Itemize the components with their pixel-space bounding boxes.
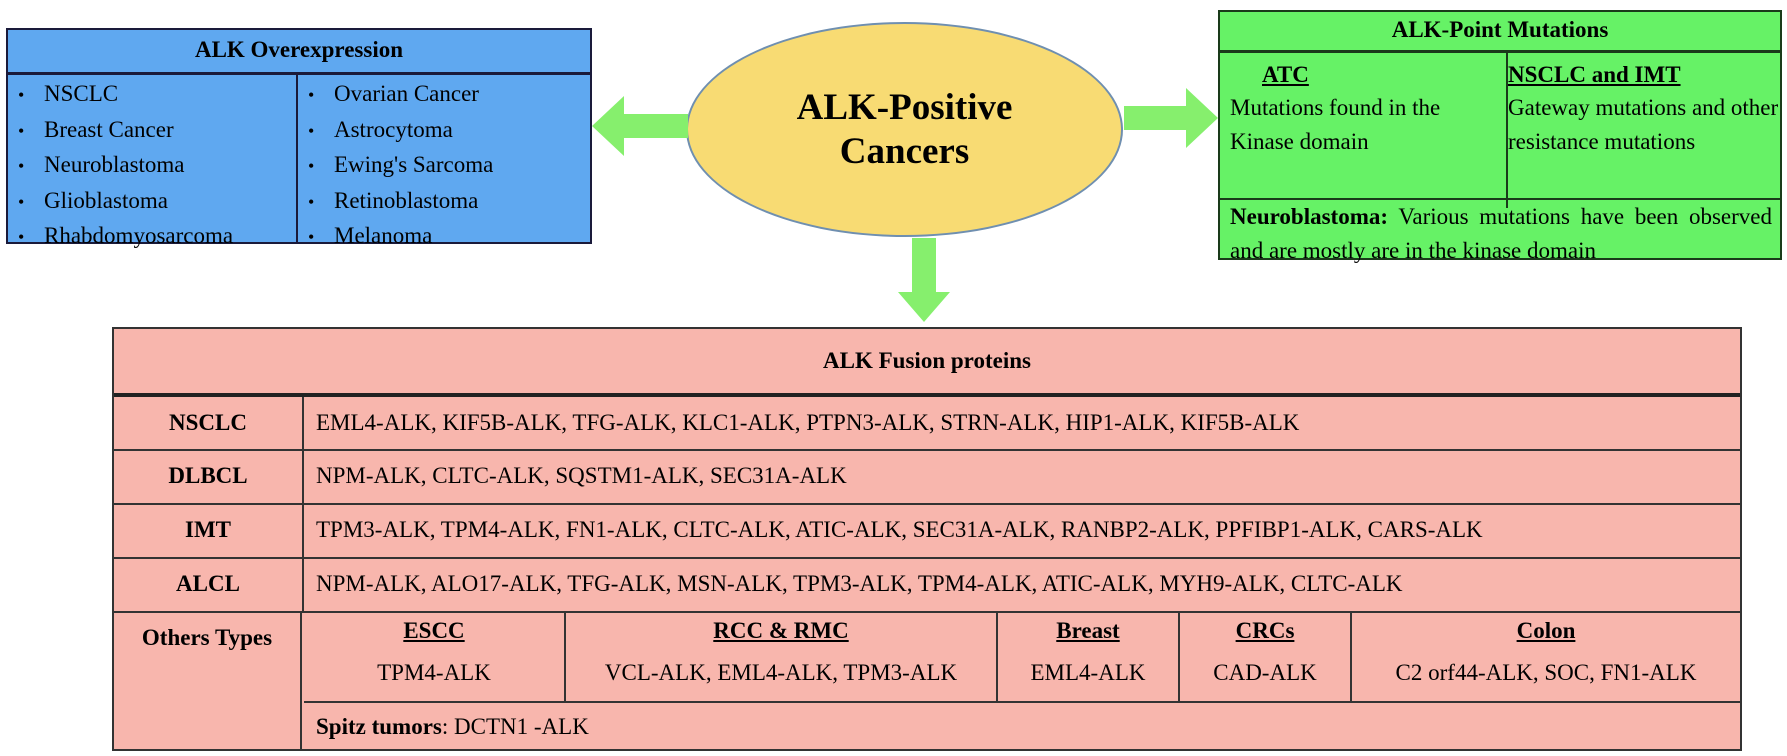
neuroblastoma-title: Neuroblastoma: bbox=[1230, 204, 1389, 229]
row-label: ALCL bbox=[114, 557, 304, 611]
arrow-down-icon bbox=[898, 238, 950, 322]
list-item: •Glioblastoma bbox=[18, 187, 168, 213]
others-crcs-title: CRCs bbox=[1235, 618, 1295, 643]
list-item: •NSCLC bbox=[18, 81, 119, 106]
others-colon-value: C2 orf44-ALK, SOC, FN1-ALK bbox=[1395, 660, 1697, 685]
list-item: •Neuroblastoma bbox=[18, 152, 185, 177]
list-item: •Breast Cancer bbox=[18, 116, 174, 142]
center-ellipse: ALK-Positive Cancers bbox=[686, 22, 1123, 237]
atc-text: Mutations found in the Kinase domain bbox=[1230, 95, 1441, 154]
arrow-left-icon bbox=[592, 96, 688, 156]
row-value: EML4-ALK, KIF5B-ALK, TFG-ALK, KLC1-ALK, … bbox=[316, 410, 1300, 435]
point-mutations-box: ALK-Point Mutations ATC Mutations found … bbox=[1218, 10, 1782, 263]
atc-title: ATC bbox=[1262, 62, 1309, 87]
point-mutations-title: ALK-Point Mutations bbox=[1220, 12, 1780, 53]
spitz-title: Spitz tumors bbox=[316, 714, 442, 739]
others-escc-value: TPM4-ALK bbox=[377, 660, 491, 685]
atc-cell: ATC Mutations found in the Kinase domain bbox=[1220, 53, 1508, 208]
neuroblastoma-cell: Neuroblastoma: Various mutations have be… bbox=[1220, 198, 1780, 263]
others-label: Others Types bbox=[114, 611, 302, 749]
table-row: IMT TPM3-ALK, TPM4-ALK, FN1-ALK, CLTC-AL… bbox=[114, 503, 1740, 559]
others-rcc-value: VCL-ALK, EML4-ALK, TPM3-ALK bbox=[604, 660, 958, 685]
center-title: ALK-Positive Cancers bbox=[796, 86, 1013, 172]
arrow-right-icon bbox=[1124, 88, 1218, 148]
others-rcc-title: RCC & RMC bbox=[713, 618, 849, 643]
others-crcs-value: CAD-ALK bbox=[1213, 660, 1317, 685]
others-breast-value: EML4-ALK bbox=[1030, 660, 1146, 685]
row-value: NPM-ALK, ALO17-ALK, TFG-ALK, MSN-ALK, TP… bbox=[316, 571, 1403, 596]
others-escc-cell: ESCC TPM4-ALK bbox=[304, 611, 566, 703]
row-label: NSCLC bbox=[114, 397, 304, 449]
others-escc-title: ESCC bbox=[403, 618, 465, 643]
list-item: •Retinoblastoma bbox=[308, 187, 479, 213]
others-colon-title: Colon bbox=[1516, 618, 1576, 643]
table-row: DLBCL NPM-ALK, CLTC-ALK, SQSTM1-ALK, SEC… bbox=[114, 449, 1740, 505]
row-value: TPM3-ALK, TPM4-ALK, FN1-ALK, CLTC-ALK, A… bbox=[316, 517, 1483, 542]
nsclc-imt-title: NSCLC and IMT bbox=[1508, 62, 1681, 87]
list-item: •Ovarian Cancer bbox=[308, 81, 479, 106]
nsclc-imt-cell: NSCLC and IMT Gateway mutations and othe… bbox=[1498, 53, 1780, 208]
list-item: •Rhabdomyosarcoma bbox=[18, 223, 234, 248]
overexpression-box: ALK Overexpression •NSCLC •Breast Cancer… bbox=[6, 28, 592, 248]
others-rcc-cell: RCC & RMC VCL-ALK, EML4-ALK, TPM3-ALK bbox=[566, 611, 998, 703]
neuroblastoma-text: Various mutations have been observed and… bbox=[1230, 204, 1772, 263]
spitz-value: : DCTN1 -ALK bbox=[441, 714, 589, 739]
list-item: •Ewing's Sarcoma bbox=[308, 152, 494, 177]
fusion-title: ALK Fusion proteins bbox=[114, 329, 1740, 397]
overexpression-left-column: •NSCLC •Breast Cancer •Neuroblastoma •Gl… bbox=[8, 75, 298, 248]
row-label: DLBCL bbox=[114, 449, 304, 503]
table-row: NSCLC EML4-ALK, KIF5B-ALK, TFG-ALK, KLC1… bbox=[114, 397, 1740, 451]
row-value: NPM-ALK, CLTC-ALK, SQSTM1-ALK, SEC31A-AL… bbox=[316, 463, 847, 488]
fusion-table: ALK Fusion proteins NSCLC EML4-ALK, KIF5… bbox=[112, 327, 1742, 751]
list-item: •Astrocytoma bbox=[308, 116, 453, 142]
row-label: IMT bbox=[114, 503, 304, 557]
others-breast-title: Breast bbox=[1056, 618, 1120, 643]
table-row: ALCL NPM-ALK, ALO17-ALK, TFG-ALK, MSN-AL… bbox=[114, 557, 1740, 613]
others-colon-cell: Colon C2 orf44-ALK, SOC, FN1-ALK bbox=[1352, 611, 1740, 703]
others-crcs-cell: CRCs CAD-ALK bbox=[1180, 611, 1352, 703]
overexpression-title: ALK Overexpression bbox=[8, 30, 590, 75]
spitz-row: Spitz tumors: DCTN1 -ALK bbox=[304, 703, 1740, 749]
nsclc-imt-text: Gateway mutations and other resistance m… bbox=[1508, 95, 1779, 154]
others-breast-cell: Breast EML4-ALK bbox=[998, 611, 1180, 703]
list-item: •Melanoma bbox=[308, 223, 433, 248]
overexpression-right-column: •Ovarian Cancer •Astrocytoma •Ewing's Sa… bbox=[298, 75, 590, 248]
